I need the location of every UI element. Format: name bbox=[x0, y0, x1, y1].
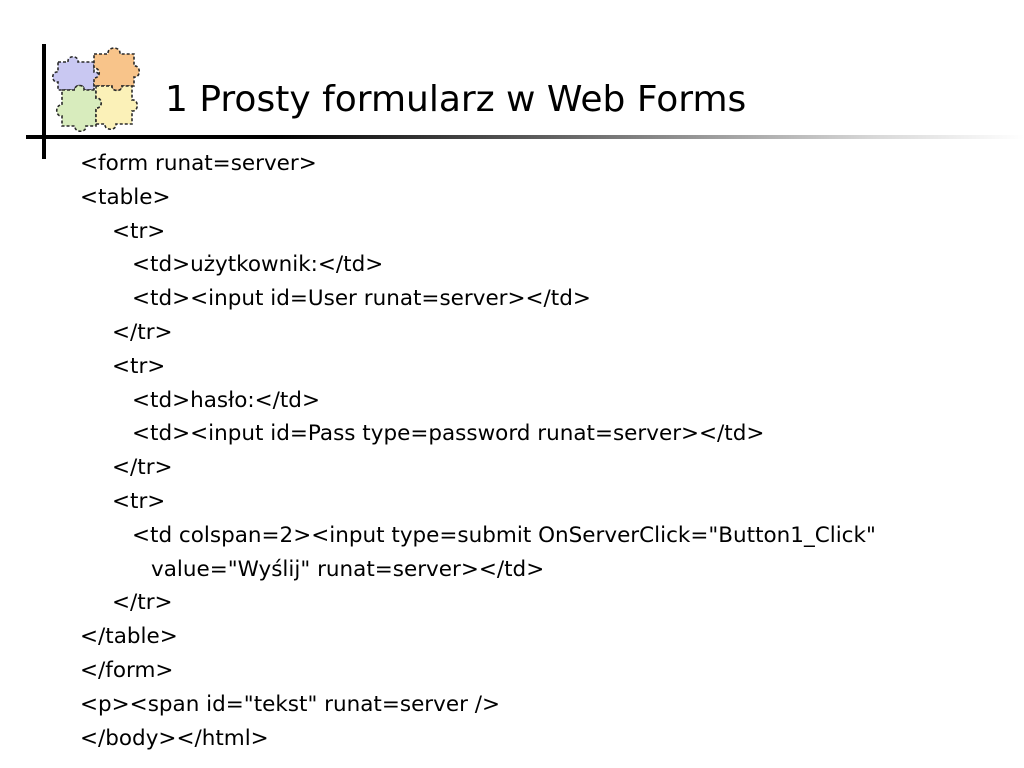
code-listing: <form runat=server> <table> <tr> <td>użytko… bbox=[80, 147, 1010, 755]
code-line: </tr> bbox=[112, 319, 173, 345]
code-line: <p><span id="tekst" runat=server /> bbox=[80, 691, 501, 717]
slide-title: 1 Prosty formularz w Web Forms bbox=[165, 79, 747, 120]
code-line: </tr> bbox=[112, 590, 173, 616]
code-line: </table> bbox=[80, 624, 178, 650]
code-line: <tr> bbox=[112, 218, 166, 244]
code-line: <tr> bbox=[112, 353, 166, 379]
puzzle-pieces-icon bbox=[51, 47, 140, 133]
code-line: <td>użytkownik:</td> bbox=[132, 252, 384, 278]
code-line: <td><input id=Pass type=password runat=s… bbox=[132, 421, 765, 447]
puzzle-piece-yellow bbox=[95, 85, 139, 131]
code-line: <tr> bbox=[112, 488, 166, 514]
title-horizontal-rule bbox=[26, 135, 1024, 139]
code-line: </form> bbox=[80, 657, 174, 683]
code-line: <form runat=server> bbox=[80, 151, 317, 176]
code-line: <td><input id=User runat=server></td> bbox=[132, 286, 591, 312]
code-line: value="Wyślij" runat=server></td> bbox=[151, 556, 545, 582]
title-vertical-rule bbox=[42, 44, 46, 159]
code-line: <td colspan=2><input type=submit OnServe… bbox=[132, 522, 876, 548]
puzzle-piece-orange bbox=[93, 47, 140, 92]
puzzle-piece-purple bbox=[51, 55, 101, 91]
code-line: <td>hasło:</td> bbox=[132, 387, 320, 413]
code-line: </tr> bbox=[112, 455, 173, 481]
code-line: </body></html> bbox=[80, 725, 269, 751]
code-line: <table> bbox=[80, 184, 171, 210]
puzzle-piece-green bbox=[55, 84, 103, 133]
